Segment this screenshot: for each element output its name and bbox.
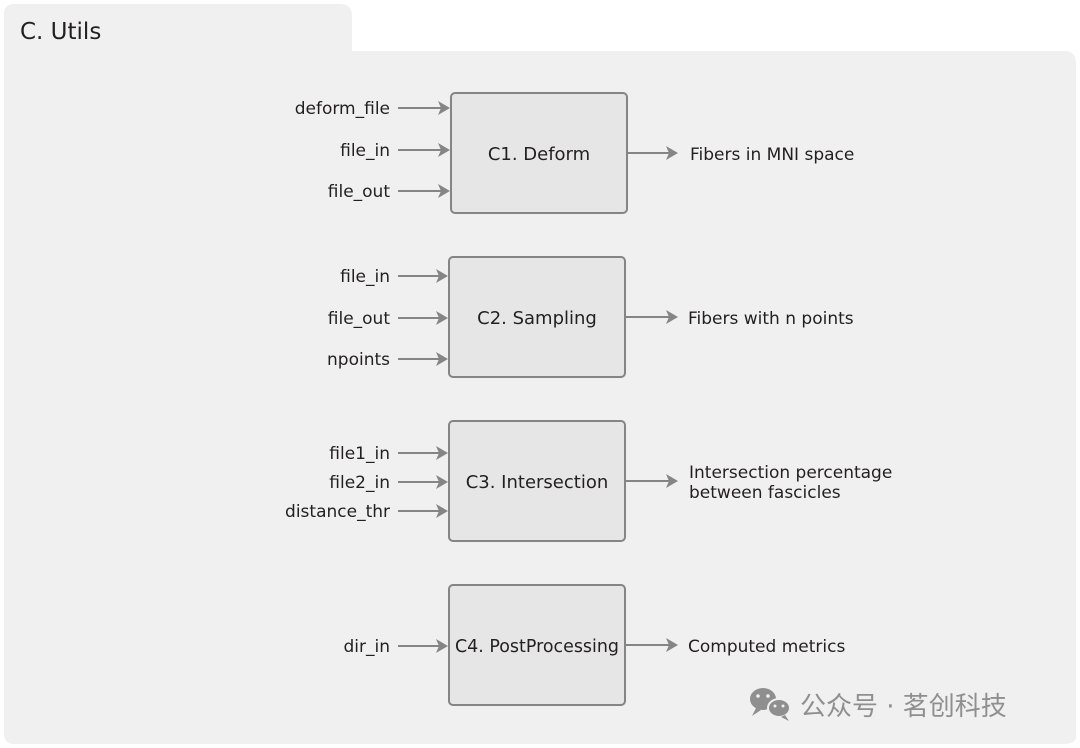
process-box (450, 92, 628, 214)
input-arrow (398, 184, 450, 198)
input-label: file_in (340, 267, 390, 287)
process-title: C4. PostProcessing (455, 636, 619, 657)
input-arrow (398, 101, 450, 115)
input-label: deform_file (295, 99, 390, 119)
watermark-text: 公众号 · 茗创科技 (800, 692, 1007, 722)
panel-title: C. Utils (20, 19, 101, 45)
input-label: distance_thr (285, 502, 390, 522)
output-arrow (628, 146, 678, 160)
output-arrow (626, 310, 678, 324)
input-arrow (398, 639, 448, 653)
output-label: between fascicles (689, 483, 841, 503)
output-label: Fibers in MNI space (690, 145, 854, 165)
wechat-icon (750, 688, 791, 721)
output-label: Fibers with n points (688, 309, 854, 329)
output-arrow (626, 638, 678, 652)
process-box (448, 420, 626, 542)
output-arrow (626, 474, 678, 488)
input-label: npoints (327, 350, 390, 370)
input-arrow (398, 504, 448, 518)
process-block-c1: C1. Deform deform_file file_in file_out Fibe… (295, 92, 854, 214)
watermark: 公众号 · 茗创科技 (750, 688, 1007, 722)
input-arrow (398, 475, 448, 489)
input-arrow (398, 269, 448, 283)
input-label: dir_in (343, 637, 390, 657)
process-title: C2. Sampling (477, 308, 597, 329)
process-block-c3: C3. Intersection file1_in file2_in distance… (285, 420, 892, 542)
input-label: file_in (340, 141, 390, 161)
process-box (448, 256, 626, 378)
input-label: file1_in (329, 444, 390, 464)
input-arrow (398, 352, 448, 366)
process-title: C3. Intersection (466, 472, 609, 493)
process-title: C1. Deform (488, 144, 590, 165)
input-arrow (398, 311, 448, 325)
input-label: file_out (328, 182, 391, 202)
blocks-layer: C1. Deformdeform_filefile_infile_outFibe… (285, 92, 892, 706)
input-arrow (398, 143, 450, 157)
process-box (448, 584, 626, 706)
input-label: file_out (328, 309, 391, 329)
process-block-c4: C4. PostProcessing dir_in Computed metrics (343, 584, 845, 706)
input-arrow (398, 446, 448, 460)
input-label: file2_in (329, 473, 390, 493)
output-label: Computed metrics (688, 637, 845, 657)
output-label: Intersection percentage (689, 463, 892, 483)
